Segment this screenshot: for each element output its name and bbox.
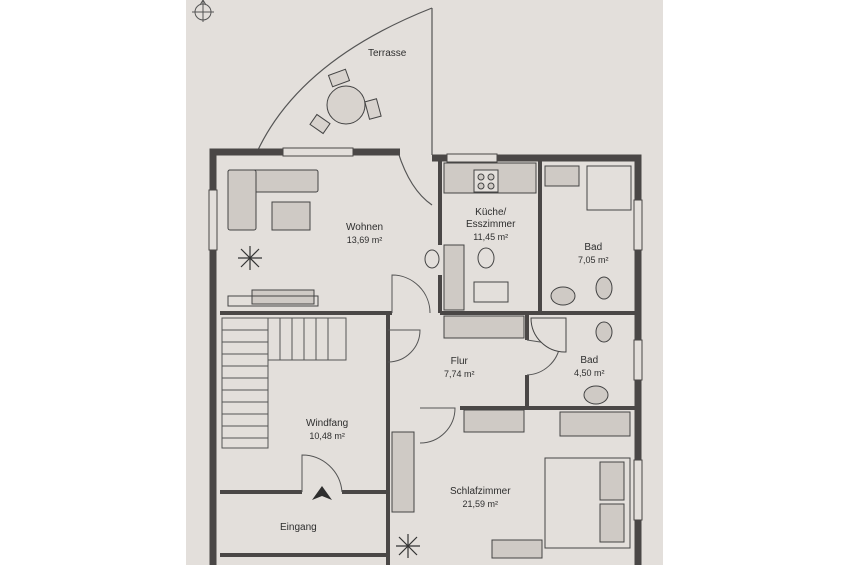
room-label-bad-2: Bad 4,50 m² xyxy=(574,355,605,379)
room-name-line2: Esszimmer xyxy=(466,219,516,230)
compass-icon xyxy=(192,0,214,22)
room-label-windfang: Windfang 10,48 m² xyxy=(306,418,348,442)
room-name: Windfang xyxy=(306,418,349,429)
doors xyxy=(301,274,561,493)
kitchen-furniture xyxy=(424,162,537,311)
room-area: 7,05 m² xyxy=(578,255,609,265)
windows xyxy=(208,147,643,521)
room-label-schlafzimmer: Schlafzimmer 21,59 m² xyxy=(450,486,511,510)
plant-icon xyxy=(396,534,420,558)
room-name: Schlafzimmer xyxy=(450,486,511,497)
interior-walls xyxy=(220,160,638,565)
room-area: 10,48 m² xyxy=(309,431,345,441)
room-area: 21,59 m² xyxy=(462,499,499,509)
bedroom-furniture xyxy=(391,411,631,559)
room-name: Bad xyxy=(580,355,599,366)
room-name: Eingang xyxy=(280,522,317,533)
staircase xyxy=(221,317,347,449)
entrance-arrow-icon xyxy=(312,486,332,500)
room-name: Bad xyxy=(584,242,603,253)
room-label-terrasse: Terrasse xyxy=(368,48,406,60)
room-label-flur: Flur 7,74 m² xyxy=(444,356,475,380)
room-label-eingang: Eingang xyxy=(280,522,317,534)
terrace-outline xyxy=(256,7,433,206)
room-label-kueche: Küche/ Esszimmer 11,45 m² xyxy=(466,207,515,243)
room-area: 13,69 m² xyxy=(346,235,383,245)
room-label-bad-1: Bad 7,05 m² xyxy=(578,242,609,266)
room-name: Wohnen xyxy=(346,222,384,233)
bathroom-2-fixtures xyxy=(530,317,613,405)
plant-icon xyxy=(238,246,262,270)
hall-furniture xyxy=(443,315,525,433)
room-label-wohnen: Wohnen 13,69 m² xyxy=(346,222,383,246)
living-furniture xyxy=(227,169,319,307)
bathroom-1-fixtures xyxy=(544,165,632,306)
room-name: Flur xyxy=(450,356,468,367)
room-name: Küche/ xyxy=(475,207,507,218)
room-name: Terrasse xyxy=(368,48,407,59)
room-area: 4,50 m² xyxy=(574,368,605,378)
room-area: 7,74 m² xyxy=(444,369,475,379)
room-area: 11,45 m² xyxy=(473,232,509,242)
terrace-table xyxy=(309,68,382,135)
